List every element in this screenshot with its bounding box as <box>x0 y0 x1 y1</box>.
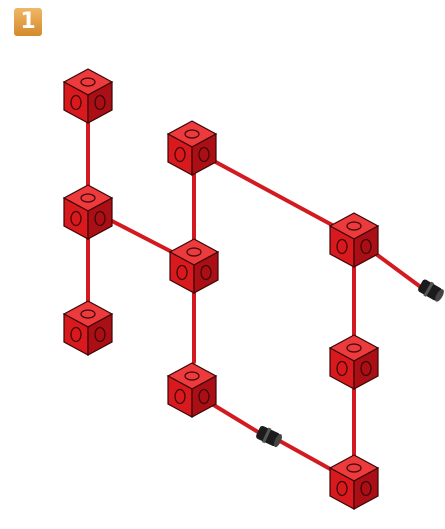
connector-line <box>278 440 332 470</box>
red-building-block-cube-icon <box>168 363 216 417</box>
red-building-block-cube-icon <box>64 69 112 123</box>
red-building-block-cube-icon <box>330 335 378 389</box>
connector-lines <box>88 122 422 470</box>
red-building-block-cube-icon <box>168 121 216 175</box>
red-building-block-cube-icon <box>330 455 378 509</box>
connector-line <box>212 404 258 432</box>
connector-line <box>212 160 334 226</box>
cube-group <box>64 69 378 509</box>
red-building-block-cube-icon <box>330 213 378 267</box>
connector-line <box>376 254 422 288</box>
black-connector-plug-icon <box>255 424 284 449</box>
red-building-block-cube-icon <box>170 239 218 293</box>
red-building-block-cube-icon <box>64 301 112 355</box>
connector-line <box>110 220 172 252</box>
red-building-block-cube-icon <box>64 185 112 239</box>
black-connector-plug-icon <box>416 278 445 304</box>
